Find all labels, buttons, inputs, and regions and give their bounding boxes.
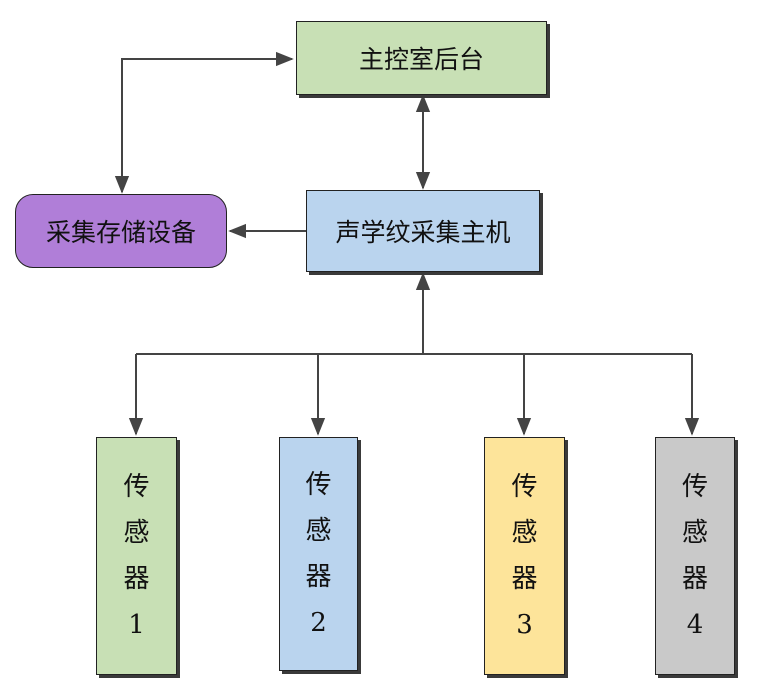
acoustic-host-node: 声学纹采集主机 xyxy=(306,190,540,272)
storage-label: 采集存储设备 xyxy=(45,218,196,247)
main-control-label: 主控室后台 xyxy=(358,45,484,74)
sensor-3-number: 3 xyxy=(516,610,533,640)
main-control-node: 主控室后台 xyxy=(296,21,547,95)
storage-node: 采集存储设备 xyxy=(15,194,227,268)
edge-storage-main xyxy=(114,51,294,194)
sensor-4-char-1: 传 xyxy=(681,472,708,502)
acoustic-host-label: 声学纹采集主机 xyxy=(335,218,511,247)
sensor-3-char-1: 传 xyxy=(511,472,538,502)
sensor-4-char-3: 器 xyxy=(681,564,708,594)
sensor-1-char-2: 感 xyxy=(123,518,150,548)
sensor-1-node: 传 感 器 1 xyxy=(96,437,177,675)
sensor-2-number: 2 xyxy=(310,608,327,638)
sensor-2-char-3: 器 xyxy=(305,562,332,592)
sensor-2-char-1: 传 xyxy=(305,470,332,500)
sensor-1-number: 1 xyxy=(128,610,145,640)
sensor-4-node: 传 感 器 4 xyxy=(655,437,735,675)
sensor-2-char-2: 感 xyxy=(305,516,332,546)
sensor-4-number: 4 xyxy=(686,610,704,640)
sensor-3-node: 传 感 器 3 xyxy=(484,437,565,675)
sensor-1-char-1: 传 xyxy=(123,472,150,502)
sensor-4-char-2: 感 xyxy=(681,518,708,548)
sensor-3-char-3: 器 xyxy=(511,564,538,594)
sensor-1-char-3: 器 xyxy=(123,564,150,594)
sensor-3-char-2: 感 xyxy=(511,518,538,548)
sensor-2-node: 传 感 器 2 xyxy=(279,437,358,671)
